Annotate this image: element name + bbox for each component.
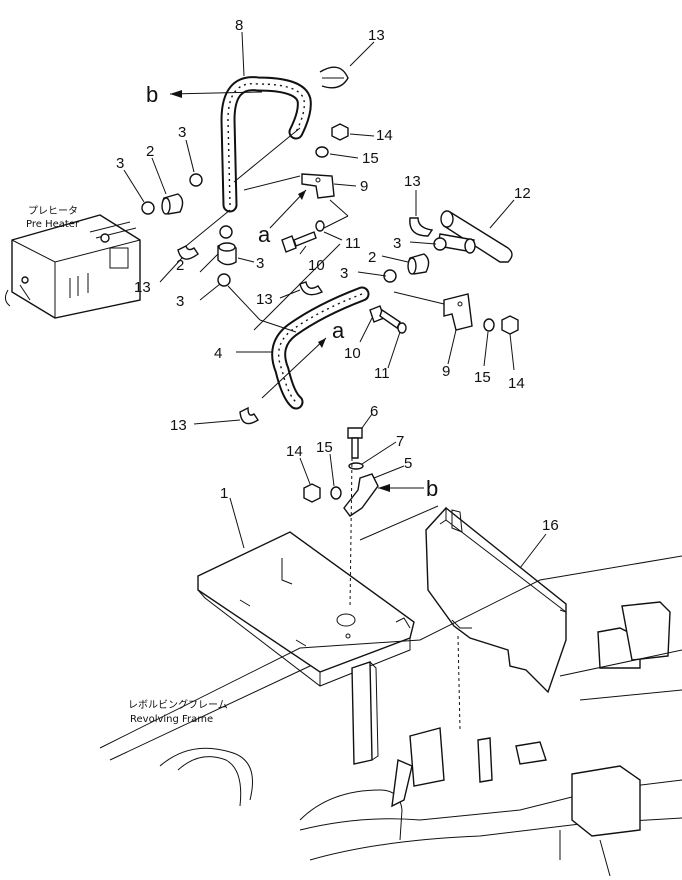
- pre-heater-label-en: Pre Heater: [26, 219, 80, 230]
- callout-11-lower: 11: [374, 365, 390, 382]
- leader-lines: [123, 31, 547, 569]
- callout-8: 8: [235, 17, 243, 34]
- callout-1: 1: [220, 485, 228, 502]
- callouts: 8 13 3 2 3 14 15 9 11 10 3 2 3 13 13 12 …: [116, 17, 559, 534]
- callout-5: 5: [404, 455, 412, 472]
- callout-7: 7: [396, 433, 404, 450]
- reference-letters: b a a b: [146, 82, 438, 501]
- callout-13-middle: 13: [256, 291, 273, 308]
- pre-heater-label-jp: プレヒータ: [28, 205, 78, 217]
- callout-3-left: 3: [116, 155, 124, 172]
- callout-13-right: 13: [404, 173, 421, 190]
- callout-11-top: 11: [345, 235, 361, 252]
- callout-2-center: 2: [176, 257, 184, 274]
- hose-12: [437, 210, 513, 263]
- callout-6: 6: [370, 403, 378, 420]
- callout-3-lower: 3: [176, 293, 184, 310]
- callout-13-left: 13: [134, 279, 151, 296]
- callout-2-right: 2: [368, 249, 376, 266]
- letter-a-lower: a: [332, 318, 345, 343]
- callout-14-right: 14: [508, 375, 525, 392]
- pre-heater-unit: [4, 214, 141, 319]
- revolving-frame-label-jp: レボルビングフレーム: [128, 698, 228, 711]
- plate-1: [197, 457, 415, 687]
- callout-10-top: 10: [308, 257, 325, 274]
- callout-2-left: 2: [146, 143, 154, 160]
- revolving-frame: [99, 555, 682, 877]
- letter-b-bottom: b: [426, 476, 438, 501]
- hose-4: [271, 286, 370, 410]
- callout-10-lower: 10: [344, 345, 361, 362]
- callout-9-lower: 9: [442, 363, 450, 380]
- callout-16: 16: [542, 517, 559, 534]
- callout-3-right-lower: 3: [340, 265, 348, 282]
- callout-15-top: 15: [362, 150, 379, 167]
- revolving-frame-label-en: Revolving Frame: [130, 714, 213, 725]
- letter-a-upper: a: [258, 222, 271, 247]
- callout-3-center: 3: [256, 255, 264, 272]
- callout-3-right: 3: [393, 235, 401, 252]
- small-parts: [141, 66, 519, 517]
- callout-15-right: 15: [474, 369, 491, 386]
- callout-3-upper: 3: [178, 124, 186, 141]
- callout-12: 12: [514, 185, 531, 202]
- callout-15-bottom: 15: [316, 439, 333, 456]
- callout-9-top: 9: [360, 178, 368, 195]
- callout-13-top: 13: [368, 27, 385, 44]
- callout-4: 4: [214, 345, 222, 362]
- cover-16: [425, 506, 567, 731]
- callout-14-bottom: 14: [286, 443, 303, 460]
- hose-8: [220, 76, 312, 213]
- callout-14-top: 14: [376, 127, 393, 144]
- callout-13-bottom: 13: [170, 417, 187, 434]
- letter-b-top: b: [146, 82, 158, 107]
